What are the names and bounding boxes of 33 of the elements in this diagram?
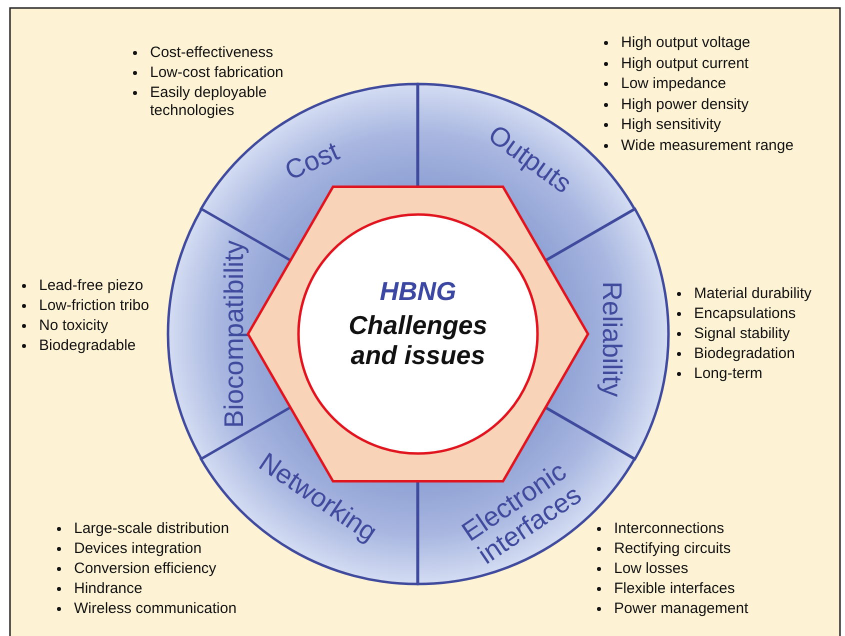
list-item: Interconnections xyxy=(614,520,724,538)
list-item: Biodegradation xyxy=(694,345,795,363)
list-item: Large-scale distribution xyxy=(74,520,230,538)
list-item: Biodegradable xyxy=(39,337,136,355)
list-item: Low losses xyxy=(614,560,688,578)
list-item: Wide measurement range xyxy=(621,136,794,154)
segment-label: Biocompatibility xyxy=(220,239,248,430)
list-item: Wireless communication xyxy=(74,600,237,618)
center-title: HBNG xyxy=(378,277,458,307)
segment-label: Cost xyxy=(279,135,344,188)
list-item: Cost-effectiveness xyxy=(150,44,274,62)
list-item: High sensitivity xyxy=(621,116,722,134)
list-item: Power management xyxy=(614,600,748,618)
list-item: Rectifying circuits xyxy=(614,540,731,558)
list-item: Long-term xyxy=(694,365,762,383)
list-item: Encapsulations xyxy=(694,305,796,323)
list-item: Low-cost fabrication xyxy=(150,64,284,82)
center-subtitle: Challenges and issues xyxy=(348,311,488,371)
list-item: Low impedance xyxy=(621,75,726,93)
list-item: Lead-free piezo xyxy=(39,277,144,295)
list-item: High output voltage xyxy=(621,34,750,52)
list-item: High power density xyxy=(621,96,749,114)
list-item: High output current xyxy=(621,54,749,72)
list-item: Hindrance xyxy=(74,580,142,598)
list-item: Material durability xyxy=(694,285,812,303)
segment-label: Reliability xyxy=(598,280,626,399)
list-item: Signal stability xyxy=(694,325,790,343)
list-item: Conversion efficiency xyxy=(74,560,216,578)
list-item: Low-friction tribo xyxy=(39,297,150,315)
list-item: Devices integration xyxy=(74,540,202,558)
list-item: Flexible interfaces xyxy=(614,580,735,598)
list-item: No toxicity xyxy=(39,317,108,335)
list-item: Easily deployable technologies xyxy=(150,84,268,120)
